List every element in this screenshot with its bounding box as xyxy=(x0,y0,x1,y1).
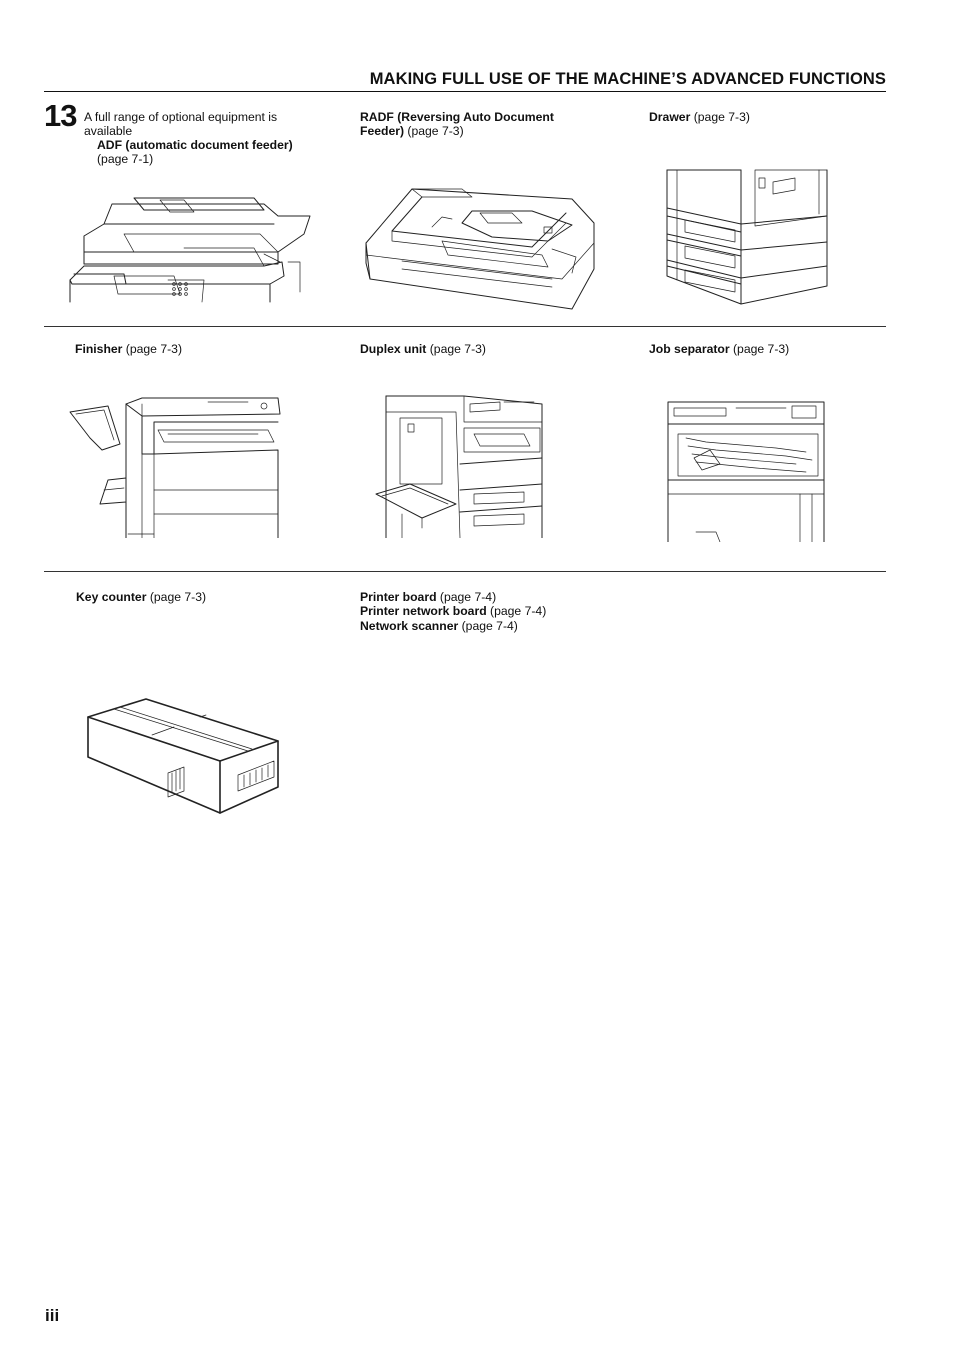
key-counter-ref: (page 7-3) xyxy=(146,590,207,604)
duplex-illustration xyxy=(374,394,546,538)
duplex-ref: (page 7-3) xyxy=(426,342,486,356)
duplex-caption: Duplex unit (page 7-3) xyxy=(360,342,486,356)
duplex-name: Duplex unit xyxy=(360,342,427,356)
key-counter-illustration xyxy=(84,695,282,817)
printer-network-board-name: Printer network board xyxy=(360,604,487,619)
printer-board-ref: (page 7-4) xyxy=(436,590,497,604)
drawer-illustration xyxy=(665,168,831,306)
radf-illustration xyxy=(362,183,598,313)
radf-ref: (page 7-3) xyxy=(404,124,464,139)
row-divider-2 xyxy=(44,571,886,572)
finisher-illustration xyxy=(68,394,284,538)
key-counter-caption: Key counter (page 7-3) xyxy=(76,590,206,604)
job-separator-name: Job separator xyxy=(649,342,730,356)
page-number: iii xyxy=(45,1306,60,1325)
drawer-name: Drawer xyxy=(649,110,691,124)
network-scanner-name: Network scanner xyxy=(360,618,459,633)
job-separator-illustration xyxy=(666,398,828,542)
row-divider-1 xyxy=(44,326,886,327)
header-rule xyxy=(44,91,886,92)
adf-ref: (page 7-1) xyxy=(97,152,154,167)
radf-caption: RADF (Reversing Auto Document Feeder) (p… xyxy=(360,110,554,139)
section-number: 13 xyxy=(44,98,77,133)
section-intro: A full range of optional equipment is av… xyxy=(84,110,278,139)
adf-illustration xyxy=(64,192,316,304)
job-separator-caption: Job separator (page 7-3) xyxy=(649,342,789,356)
network-scanner-ref: (page 7-4) xyxy=(458,618,518,633)
radf-name-line1: RADF (Reversing Auto Document xyxy=(360,110,554,124)
boards-caption: Printer board (page 7-4) Printer network… xyxy=(360,590,546,633)
finisher-ref: (page 7-3) xyxy=(122,342,183,356)
job-separator-ref: (page 7-3) xyxy=(729,342,790,356)
key-counter-name: Key counter xyxy=(76,590,147,604)
printer-network-board-ref: (page 7-4) xyxy=(486,604,547,619)
drawer-caption: Drawer (page 7-3) xyxy=(649,110,750,124)
adf-caption: ADF (automatic document feeder) (page 7-… xyxy=(97,138,293,167)
drawer-ref: (page 7-3) xyxy=(690,110,750,124)
finisher-name: Finisher xyxy=(75,342,123,356)
printer-board-name: Printer board xyxy=(360,590,437,604)
radf-name-line2: Feeder) xyxy=(360,124,405,139)
adf-name: ADF (automatic document feeder) xyxy=(97,138,293,152)
finisher-caption: Finisher (page 7-3) xyxy=(75,342,182,356)
page-header-title: MAKING FULL USE OF THE MACHINE’S ADVANCE… xyxy=(369,70,886,88)
